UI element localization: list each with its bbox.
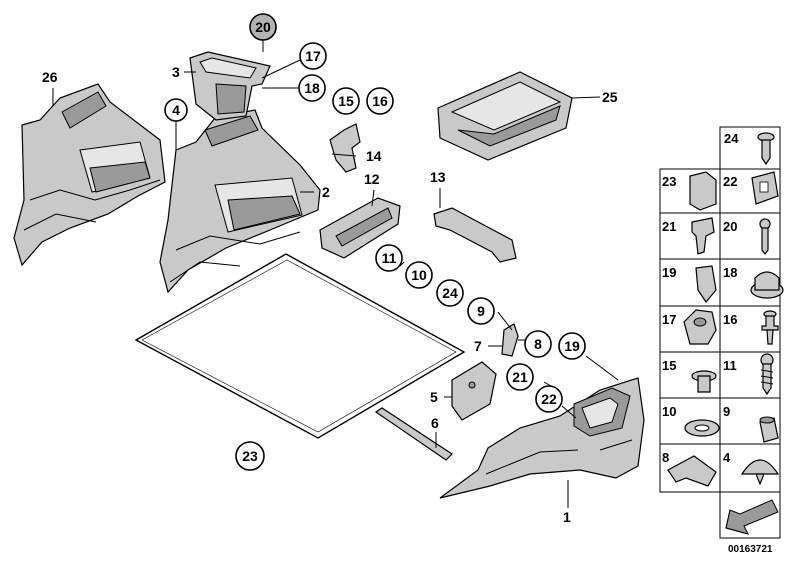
washer-icon: [684, 419, 720, 437]
callout-8-circle: 8: [524, 330, 552, 358]
callout-19-circle: 19: [558, 332, 586, 360]
sleeve-icon: [759, 416, 779, 443]
svg-text:21: 21: [512, 369, 528, 385]
rivet-icon: [691, 370, 717, 393]
table-num-15: 15: [662, 358, 676, 373]
part-5-cover: [451, 361, 497, 421]
callout-25: 25: [602, 89, 618, 105]
table-num-18: 18: [723, 265, 737, 280]
svg-text:18: 18: [304, 80, 320, 96]
svg-text:16: 16: [372, 93, 388, 109]
svg-text:15: 15: [338, 93, 354, 109]
callout-4-circle: 4: [164, 98, 188, 122]
table-num-17: 17: [662, 312, 676, 327]
callout-2: 2: [322, 184, 330, 200]
callout-15-circle: 15: [332, 87, 360, 115]
table-num-24: 24: [724, 131, 739, 146]
circled-callouts: 4 20 17 18 15 16 11 10: [164, 13, 586, 471]
part-13-rail: [433, 207, 517, 263]
callout-26: 26: [42, 69, 58, 85]
callout-17-circle: 17: [299, 42, 327, 70]
svg-text:9: 9: [477, 303, 485, 319]
callout-22-circle: 22: [535, 385, 563, 413]
part-4-right-trim: [159, 109, 321, 294]
callout-23-circle: 23: [235, 441, 265, 471]
svg-text:23: 23: [242, 448, 258, 464]
cap-icon: [689, 171, 717, 211]
part-6-strip: [374, 407, 453, 461]
screw-bolt-icon: [757, 132, 775, 166]
arrow-symbol-icon: [725, 499, 779, 535]
callout-12: 12: [364, 171, 380, 187]
table-num-20: 20: [723, 219, 737, 234]
svg-text:20: 20: [255, 19, 271, 35]
svg-text:4: 4: [172, 102, 180, 118]
tapping-screw-icon: [760, 353, 774, 396]
callout-24-circle: 24: [436, 279, 464, 307]
callout-6: 6: [431, 415, 439, 431]
svg-text:10: 10: [411, 267, 427, 283]
screw-icon: [759, 218, 771, 255]
callout-16-circle: 16: [366, 87, 394, 115]
svg-text:17: 17: [305, 48, 321, 64]
dome-plug-icon: [740, 459, 780, 486]
callout-20-circle: 20: [249, 13, 277, 41]
fastener-table: 24 23 22 21 20 19 18 17 16 15 11 10 9 8 …: [659, 126, 784, 539]
callout-18-circle: 18: [298, 74, 326, 102]
callout-7: 7: [474, 338, 482, 354]
callout-11-circle: 11: [375, 244, 403, 272]
table-num-22: 22: [723, 174, 737, 189]
part-26-left-trim: [13, 83, 166, 267]
plug-icon: [695, 265, 717, 304]
svg-text:8: 8: [534, 336, 542, 352]
spring-nut-icon: [667, 455, 717, 487]
part-25-tray: [437, 71, 573, 161]
push-pin-icon: [761, 310, 779, 345]
callout-3: 3: [172, 64, 180, 80]
svg-text:24: 24: [442, 285, 458, 301]
svg-text:11: 11: [382, 250, 397, 266]
callout-10-circle: 10: [405, 261, 433, 289]
part-12-cover: [319, 197, 401, 259]
table-num-4: 4: [723, 450, 731, 465]
part-23-floor-mat: [134, 253, 466, 439]
table-num-19: 19: [662, 265, 676, 280]
plain-callouts: 26 3 2 14 12 13 25 7 5 6 1: [42, 64, 618, 525]
table-num-8: 8: [662, 450, 669, 465]
callout-5: 5: [430, 389, 438, 405]
nut-icon: [683, 309, 717, 345]
clip-icon: [751, 171, 779, 205]
table-num-10: 10: [662, 404, 676, 419]
callout-9-circle: 9: [467, 297, 495, 325]
svg-text:22: 22: [541, 391, 557, 407]
table-num-23: 23: [662, 174, 676, 189]
part-7-clip: [501, 323, 519, 357]
part-3-storage-box: [189, 51, 271, 121]
part-1-side-panel: [439, 377, 645, 499]
callout-14: 14: [366, 148, 382, 164]
grommet-icon: [750, 271, 784, 299]
callout-1: 1: [563, 509, 571, 525]
table-num-11: 11: [723, 358, 737, 373]
callout-21-circle: 21: [506, 363, 534, 391]
table-num-21: 21: [662, 219, 676, 234]
document-number: 00163721: [728, 544, 773, 555]
part-14-bracket: [329, 123, 361, 173]
callout-13: 13: [430, 169, 446, 185]
table-num-9: 9: [723, 404, 730, 419]
table-num-16: 16: [723, 312, 737, 327]
svg-text:19: 19: [564, 338, 580, 354]
expansion-rivet-icon: [691, 217, 715, 255]
